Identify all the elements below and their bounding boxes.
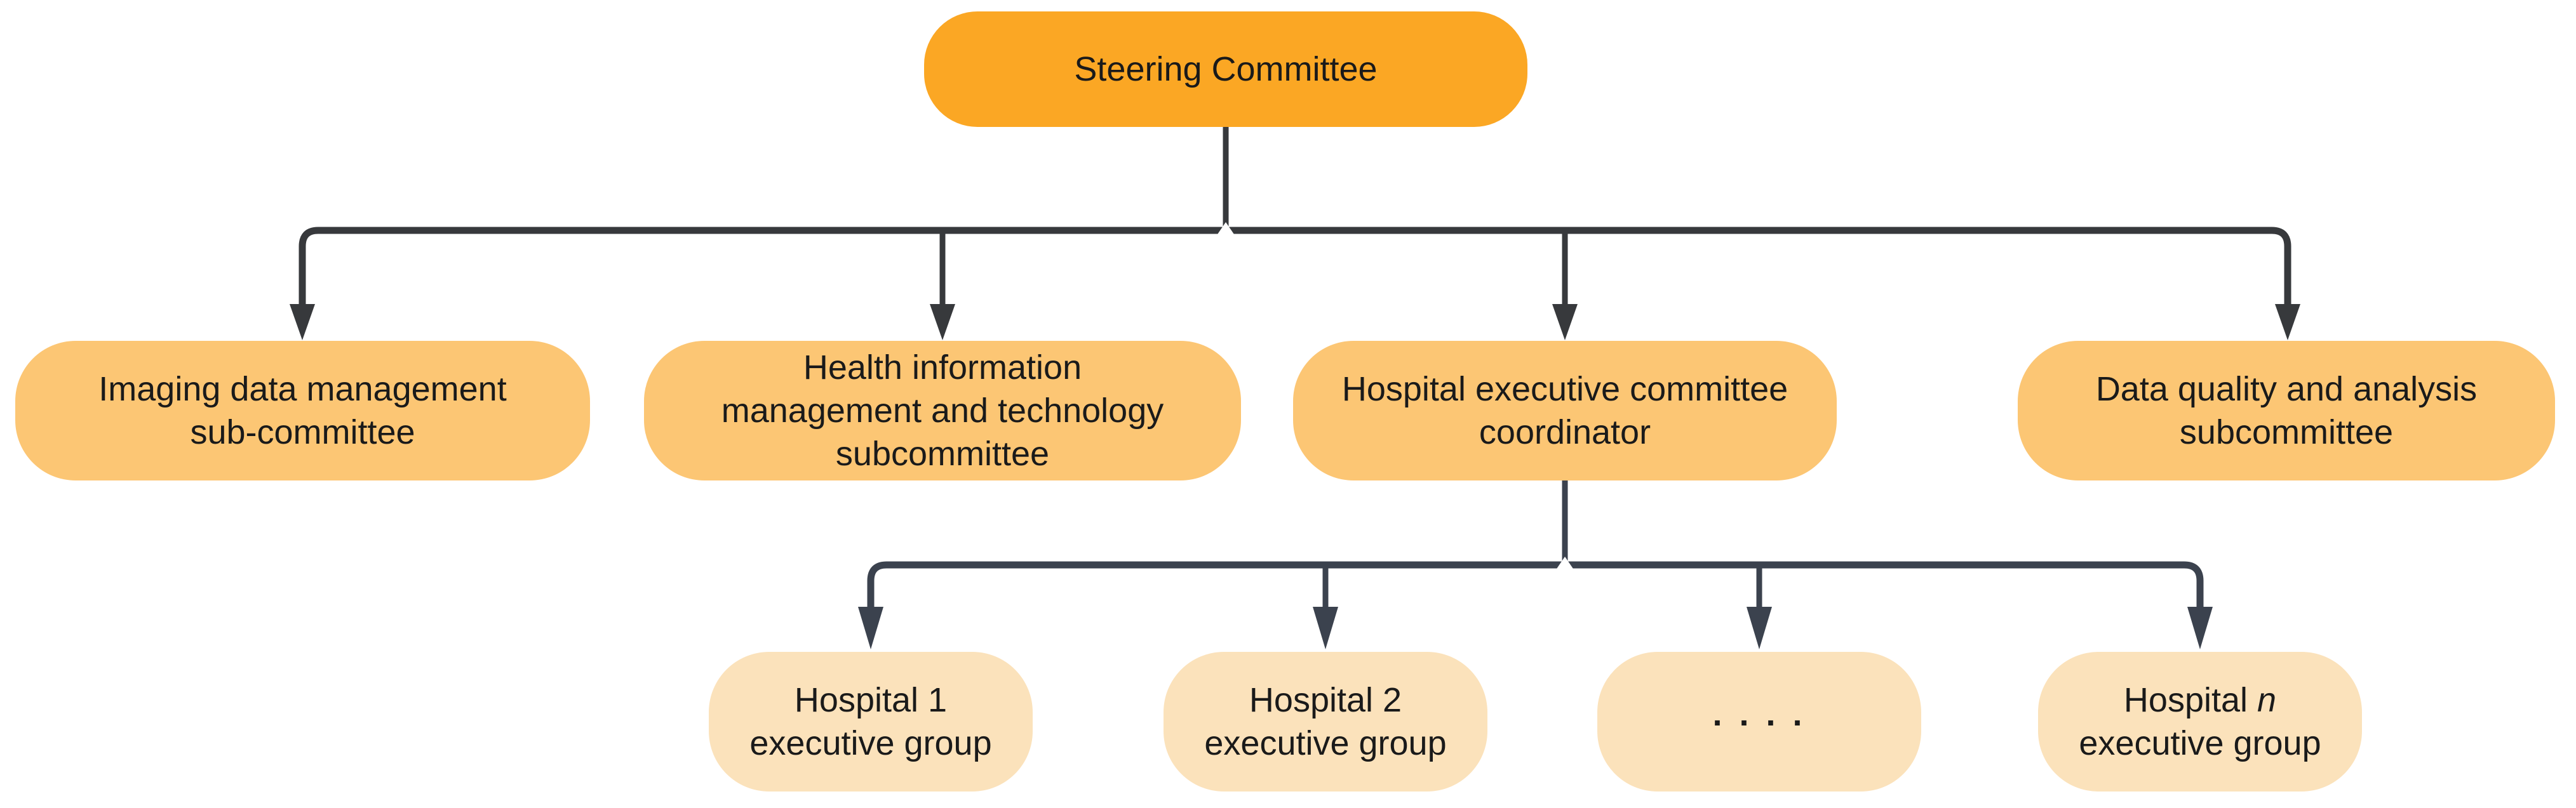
node-h2: Hospital 2 executive group	[1164, 652, 1487, 791]
edge-level1-rail	[299, 227, 2291, 307]
junction-notch-level1	[1218, 222, 1234, 234]
node-label-line: Hospital n	[2123, 681, 2277, 719]
node-label-line: management and technology	[721, 392, 1164, 430]
node-label-line: executive group	[2079, 724, 2321, 762]
node-hn: Hospital n executive group	[2038, 652, 2362, 791]
node-label-line: Steering Committee	[1074, 50, 1378, 88]
node-label-line: subcommittee	[2179, 413, 2394, 451]
arrowhead-h1	[858, 607, 883, 649]
node-dq: Data quality and analysis subcommittee	[2018, 341, 2555, 480]
node-label-line: Hospital executive committee	[1341, 370, 1788, 408]
arrowhead-imaging	[290, 304, 315, 340]
edge-level2-rail	[867, 561, 2204, 609]
arrowhead-coordinator	[1552, 304, 1578, 340]
node-him: Health information management and technol…	[644, 341, 1241, 480]
node-label-line: coordinator	[1479, 413, 1651, 451]
node-coordinator: Hospital executive committee coordinator	[1293, 341, 1837, 480]
node-imaging: Imaging data management sub-committee	[15, 341, 590, 480]
node-label-line: Hospital 1	[794, 681, 948, 719]
junction-notch-level2	[1557, 557, 1573, 569]
arrowhead-hn	[2187, 607, 2213, 649]
node-dots: . . . .	[1597, 652, 1921, 791]
node-label-line: subcommittee	[835, 435, 1050, 473]
arrowhead-dots	[1747, 607, 1772, 649]
node-label-line: Health information	[803, 348, 1082, 387]
arrowhead-h2	[1313, 607, 1338, 649]
node-h1: Hospital 1 executive group	[709, 652, 1033, 791]
node-label-line: . . . .	[1712, 695, 1806, 733]
node-label-line: Hospital 2	[1249, 681, 1402, 719]
node-label-line: executive group	[1204, 724, 1447, 762]
node-label-line: Data quality and analysis	[2095, 370, 2478, 408]
node-label-line: sub-committee	[190, 413, 415, 451]
node-label-line: Imaging data management	[98, 370, 507, 408]
node-steering: Steering Committee	[924, 11, 1527, 127]
arrowhead-dq	[2275, 304, 2300, 340]
arrowhead-him	[930, 304, 955, 340]
node-label-line: executive group	[749, 724, 992, 762]
